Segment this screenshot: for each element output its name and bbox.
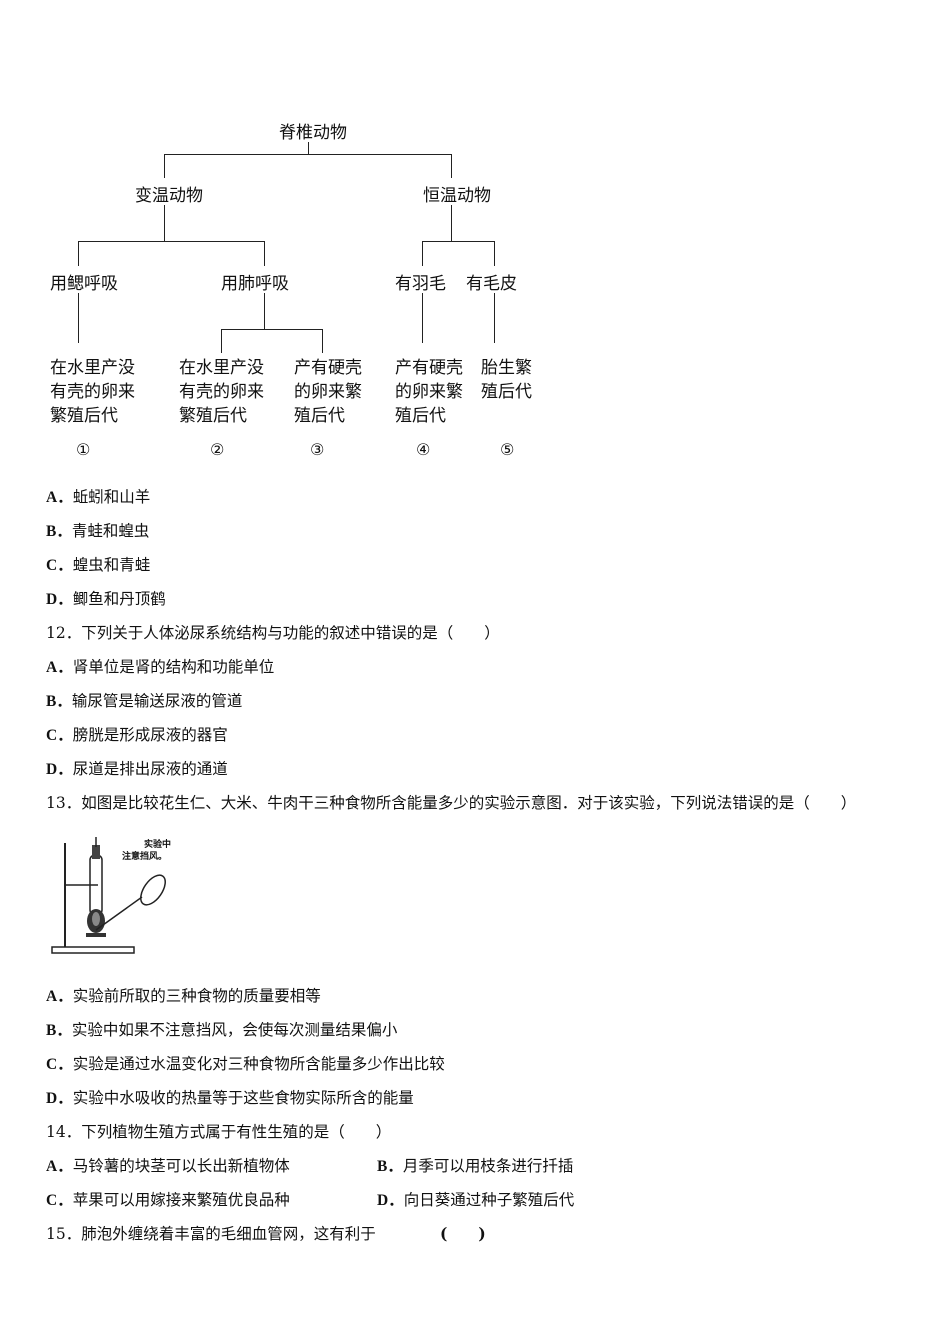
tree-number-2: ② <box>210 440 225 459</box>
apparatus-label: 实验中 注意挡风。 <box>122 840 172 862</box>
tree-connector <box>322 329 323 353</box>
q11-option-c[interactable]: C．蝗虫和青蛙 <box>46 556 151 574</box>
tree-connector <box>451 154 452 178</box>
tree-connector <box>221 329 222 353</box>
q13-option-c[interactable]: C．实验是通过水温变化对三种食物所含能量多少作出比较 <box>46 1055 445 1073</box>
tree-node-gills: 用鳃呼吸 <box>50 274 118 294</box>
q14-option-c[interactable]: C．苹果可以用嫁接来繁殖优良品种 <box>46 1191 290 1209</box>
tree-connector <box>221 329 323 330</box>
q11-option-b[interactable]: B．青蛙和蝗虫 <box>46 522 150 540</box>
tree-connector <box>308 142 309 154</box>
q12-option-d[interactable]: D．尿道是排出尿液的通道 <box>46 760 228 778</box>
tree-connector <box>422 241 495 242</box>
tree-connector <box>264 241 265 266</box>
tree-node-feathers: 有羽毛 <box>395 274 446 294</box>
tree-node-warm-blooded: 恒温动物 <box>423 186 491 206</box>
q12-option-c[interactable]: C．膀胱是形成尿液的器官 <box>46 726 228 744</box>
q11-option-a[interactable]: A．蚯蚓和山羊 <box>46 488 151 506</box>
q12-option-b[interactable]: B．输尿管是输送尿液的管道 <box>46 692 243 710</box>
vertebrate-classification-diagram: 脊椎动物 变温动物 恒温动物 用鳃呼吸 用肺呼吸 有羽毛 有毛皮 在水里产没 有… <box>0 0 950 470</box>
q11-option-d[interactable]: D．鲫鱼和丹顶鹤 <box>46 590 166 608</box>
tree-leaf-4: 产有硬壳 的卵来繁 殖后代 <box>395 358 463 426</box>
tree-connector <box>164 154 165 178</box>
tree-number-5: ⑤ <box>500 440 515 459</box>
tree-connector <box>422 241 423 266</box>
tree-root: 脊椎动物 <box>279 123 347 143</box>
tree-connector <box>494 293 495 343</box>
q13-stem: 13．如图是比较花生仁、大米、牛肉干三种食物所含能量多少的实验示意图．对于该实验… <box>46 794 857 812</box>
tree-connector <box>451 205 452 241</box>
tree-number-4: ④ <box>416 440 431 459</box>
q12-option-a[interactable]: A．肾单位是肾的结构和功能单位 <box>46 658 275 676</box>
tree-connector <box>78 241 265 242</box>
tree-node-lungs: 用肺呼吸 <box>221 274 289 294</box>
tree-connector <box>494 241 495 266</box>
q14-option-a[interactable]: A．马铃薯的块茎可以长出新植物体 <box>46 1157 290 1175</box>
q14-option-d[interactable]: D．向日葵通过种子繁殖后代 <box>377 1191 575 1209</box>
tree-number-3: ③ <box>310 440 325 459</box>
tree-leaf-3: 产有硬壳 的卵来繁 殖后代 <box>294 358 362 426</box>
q14-option-b[interactable]: B．月季可以用枝条进行扦插 <box>377 1157 574 1175</box>
tree-node-fur: 有毛皮 <box>466 274 517 294</box>
q13-option-b[interactable]: B．实验中如果不注意挡风，会使每次测量结果偏小 <box>46 1021 398 1039</box>
tree-leaf-2: 在水里产没 有壳的卵来 繁殖后代 <box>179 358 264 426</box>
tree-leaf-5: 胎生繁 殖后代 <box>481 358 532 402</box>
q13-option-d[interactable]: D．实验中水吸收的热量等于这些食物实际所含的能量 <box>46 1089 414 1107</box>
experiment-apparatus-figure: 实验中 注意挡风。 <box>50 835 200 965</box>
tree-number-1: ① <box>76 440 91 459</box>
q15-stem: 15．肺泡外缠绕着丰富的毛细血管网，这有利于 <box>46 1225 376 1243</box>
q13-option-a[interactable]: A．实验前所取的三种食物的质量要相等 <box>46 987 321 1005</box>
q15-answer-blank: ( ) <box>440 1224 486 1243</box>
q14-stem: 14．下列植物生殖方式属于有性生殖的是（ ） <box>46 1123 392 1141</box>
tree-leaf-1: 在水里产没 有壳的卵来 繁殖后代 <box>50 358 135 426</box>
tree-connector <box>78 241 79 266</box>
tree-connector <box>164 154 452 155</box>
q12-stem: 12．下列关于人体泌尿系统结构与功能的叙述中错误的是（ ） <box>46 624 500 642</box>
tree-connector <box>264 293 265 329</box>
tree-connector <box>164 205 165 241</box>
tree-node-cold-blooded: 变温动物 <box>135 186 203 206</box>
apparatus-illustration <box>51 837 166 954</box>
tree-connector <box>422 293 423 343</box>
tree-connector <box>78 293 79 343</box>
